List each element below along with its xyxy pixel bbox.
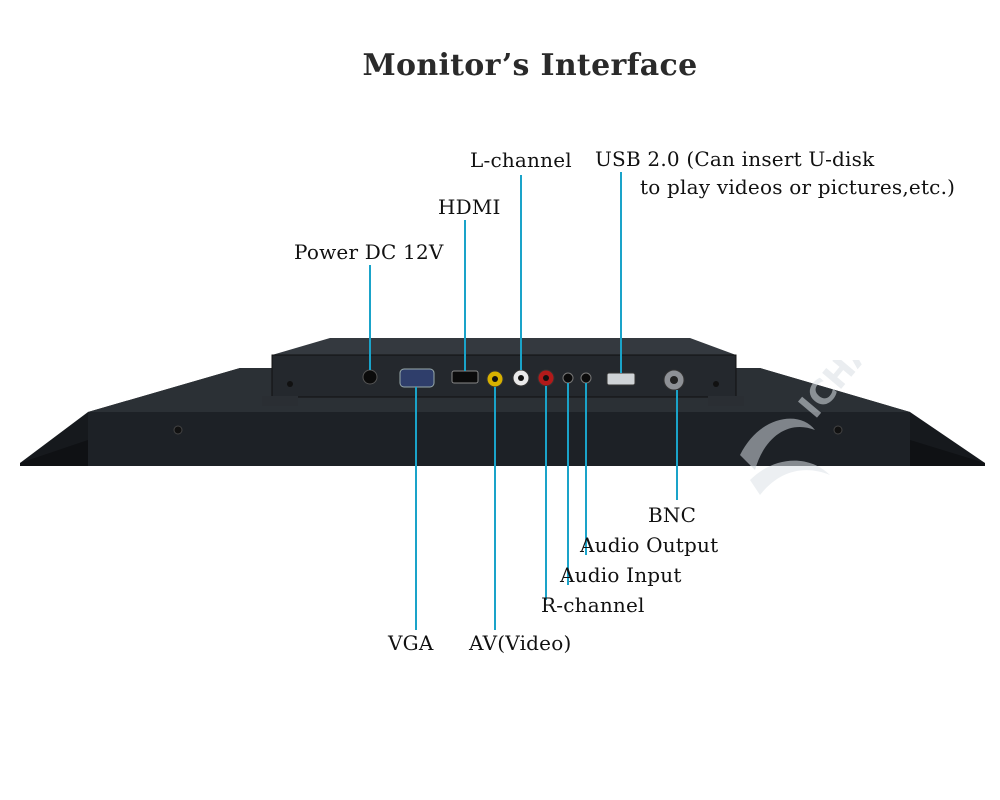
label-r-channel: R-channel — [541, 593, 645, 617]
label-l-channel: L-channel — [470, 148, 572, 172]
box-screw-right — [713, 381, 719, 387]
av-video-port-center — [492, 376, 498, 382]
connector-box-top — [272, 338, 736, 355]
power-dc-port — [362, 369, 378, 385]
audio-input-port — [562, 372, 574, 384]
label-usb-line2: to play videos or pictures,etc.) — [640, 175, 956, 199]
label-audio-input: Audio Input — [560, 563, 682, 587]
usb-port — [606, 372, 636, 386]
label-power-dc: Power DC 12V — [294, 240, 444, 264]
audio-output-port — [580, 372, 592, 384]
connector-box-foot-right — [708, 396, 744, 406]
l-channel-port-center — [518, 375, 524, 381]
brand-logo-icon: ICHAN — [740, 308, 900, 495]
diagram-title: Monitor’s Interface — [362, 48, 698, 83]
brand-watermark: ICHAN — [720, 308, 920, 510]
svg-text:ICHAN: ICHAN — [791, 360, 899, 426]
box-screw-left — [287, 381, 293, 387]
label-hdmi: HDMI — [438, 195, 501, 219]
label-audio-output: Audio Output — [580, 533, 719, 557]
label-vga: VGA — [388, 631, 434, 655]
callout-lines — [369, 172, 678, 630]
monitor-flange-right — [910, 440, 985, 466]
screw-left — [173, 425, 183, 435]
r-channel-port-center — [543, 375, 549, 381]
bnc-port-center — [670, 376, 678, 384]
label-bnc: BNC — [648, 503, 697, 527]
monitor-flange-left — [20, 440, 88, 466]
hdmi-port — [451, 370, 479, 384]
connector-box-foot-left — [262, 396, 298, 406]
screw-right — [833, 425, 843, 435]
vga-port — [399, 368, 435, 388]
connector-box-front — [271, 354, 737, 398]
label-usb-line1: USB 2.0 (Can insert U-disk — [595, 147, 875, 171]
monitor-chassis-front — [88, 412, 910, 466]
label-av-video: AV(Video) — [469, 631, 572, 655]
